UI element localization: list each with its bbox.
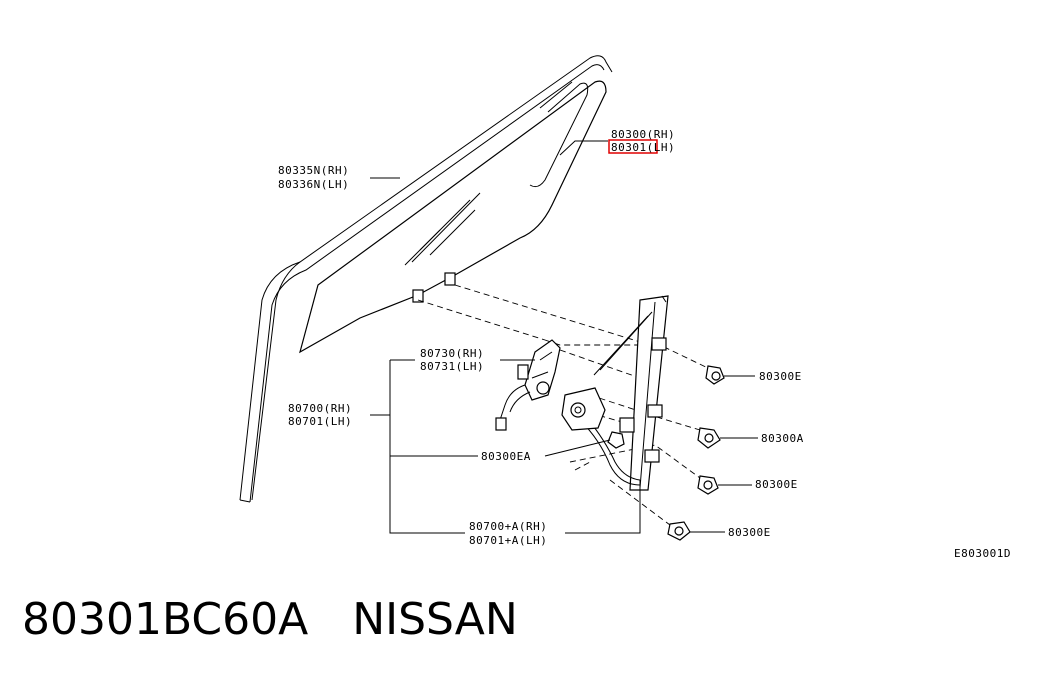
glass-run-channel (239, 55, 613, 503)
brand-name: NISSAN (352, 594, 518, 645)
bolt-80300e-1 (705, 365, 725, 385)
label-bolt-a: 80300A (761, 432, 804, 445)
label-regulator-lh: 80701(LH) (288, 415, 352, 428)
label-channel-lh: 80336N(LH) (278, 178, 349, 191)
part-number: 80301BC60A (22, 594, 309, 645)
label-bolt-e2: 80300E (755, 478, 798, 491)
label-motor-rh: 80730(RH) (420, 347, 484, 360)
label-bolt-e1: 80300E (759, 370, 802, 383)
label-bolt-ea: 80300EA (481, 450, 531, 463)
label-channel-rh: 80335N(RH) (278, 164, 349, 177)
label-glass-lh: 80301(LH) (611, 141, 675, 154)
bolt-80300e-2 (697, 475, 719, 495)
label-bolt-e3: 80300E (728, 526, 771, 539)
leader-lines (370, 140, 758, 534)
label-regulator-a-rh: 80700+A(RH) (469, 520, 547, 533)
bolt-80300ea (607, 431, 625, 449)
label-regulator-rh: 80700(RH) (288, 402, 352, 415)
window-regulator (579, 295, 669, 491)
highlight-box-80301 (608, 139, 658, 154)
door-glass (299, 80, 607, 354)
label-motor-lh: 80731(LH) (420, 360, 484, 373)
regulator-motor (495, 339, 606, 431)
figure-code: E803001D (954, 547, 1011, 560)
label-regulator-a-lh: 80701+A(LH) (469, 534, 547, 547)
bolt-80300e-3 (667, 521, 691, 541)
label-glass-rh: 80300(RH) (611, 128, 675, 141)
bolt-80300a (697, 427, 721, 449)
